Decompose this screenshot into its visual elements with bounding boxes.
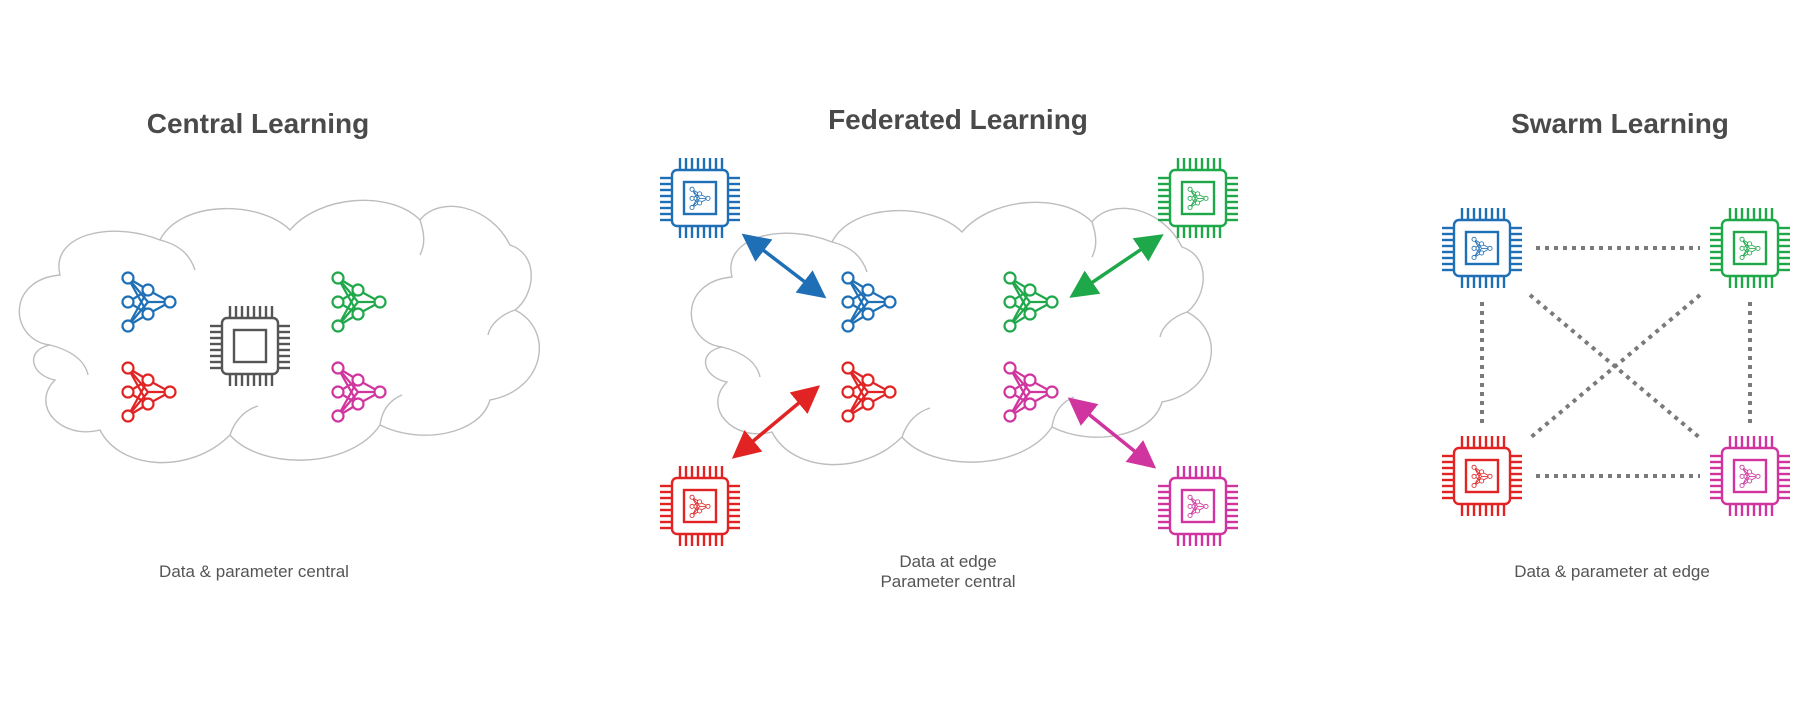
federated-learning-caption: Data at edge Parameter central [880,552,1015,592]
caption-line: Data & parameter at edge [1514,562,1710,581]
caption-line: Data at edge [899,552,997,571]
neural-network-icon-green [1003,271,1059,333]
central-learning-panel [18,199,541,464]
swarm-learning-caption: Data & parameter at edge [1514,562,1710,582]
dotted-link [1480,246,1752,478]
neural-network-icon-magenta [331,361,387,423]
bidirectional-arrow-icon-red [731,385,821,459]
caption-line: Data & parameter central [159,562,349,581]
federated-learning-title: Federated Learning [828,104,1088,135]
ai-chip-icon-magenta [1710,436,1790,516]
neural-network-icon-magenta [1003,361,1059,423]
chip-icon [208,304,292,388]
ai-chip-icon-green [1710,208,1790,288]
neural-network-icon-red [841,361,897,423]
bidirectional-arrow-icon-blue [741,233,827,299]
neural-network-icon-blue [841,271,897,333]
neural-network-icon-green [331,271,387,333]
swarm-learning-panel [1442,208,1790,516]
neural-network-icon-red [121,361,177,423]
central-learning-caption: Data & parameter central [159,562,349,582]
ai-chip-icon-red [1442,436,1522,516]
ai-chip-icon-blue [1442,208,1522,288]
federated-learning-panel [660,158,1238,546]
caption-line: Parameter central [880,572,1016,591]
swarm-learning-title: Swarm Learning [1511,108,1729,139]
bidirectional-arrow-icon-green [1069,234,1164,298]
central-learning-title: Central Learning [146,108,370,139]
ai-chip-icon-blue [660,158,740,238]
ai-chip-icon-magenta [1158,466,1238,546]
ai-chip-icon-red [660,466,740,546]
neural-network-icon-blue [121,271,177,333]
ai-chip-icon-green [1158,158,1238,238]
bidirectional-arrow-icon-magenta [1067,397,1157,469]
